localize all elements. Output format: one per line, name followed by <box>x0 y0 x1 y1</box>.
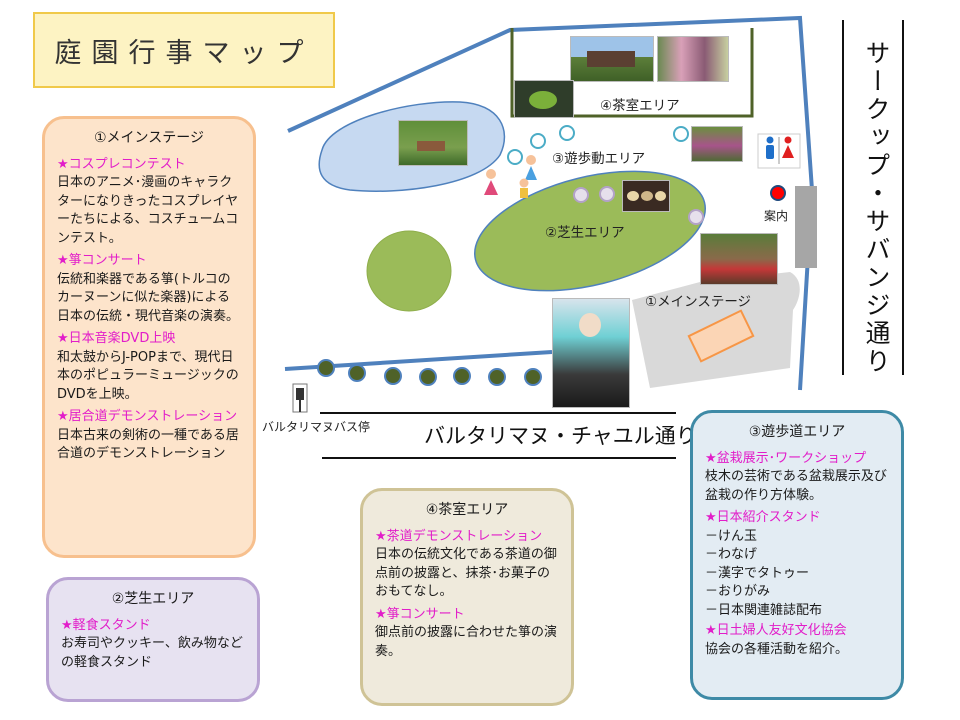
info-box-main-stage: ①メインステージ ★コスプレコンテスト日本のアニメ･漫画のキャラクターになりきった… <box>42 116 256 558</box>
info-box-tea: ④茶室エリア ★茶道デモンストレーション日本の伝統文化である茶道の御点前の披露と、… <box>360 488 574 706</box>
map-label-walk-area: ③遊歩動エリア <box>552 151 646 167</box>
bus-stop-icon <box>292 383 308 413</box>
section-title: ★箏コンサート <box>57 253 147 268</box>
section-description: 伝統和楽器である箏(トルコのカーヌーンに似た楽器)による日本の伝統・現代音楽の演… <box>57 271 240 324</box>
green-circle <box>366 230 452 312</box>
section-list-item: －けん玉 <box>705 528 758 544</box>
sweets-photo <box>622 180 670 212</box>
walk-path-dot <box>507 149 523 165</box>
section-title: ★日土婦人友好文化協会 <box>705 623 847 638</box>
section-title: ★盆栽展示･ワークショップ <box>705 450 867 466</box>
section-description: 和太鼓からJ-POPまで、現代日本のポピュラーミュージックのDVDを上映。 <box>57 349 239 402</box>
map-label-info: 案内 <box>764 209 789 223</box>
section-title: ★茶道デモンストレーション <box>375 528 543 544</box>
restroom-icon <box>757 133 801 169</box>
section-description: 協会の各種活動を紹介。 <box>705 641 849 657</box>
lawn-dot <box>599 186 615 202</box>
section-title: ★居合道デモンストレーション <box>57 409 238 424</box>
cosplay-photo <box>552 298 630 408</box>
tea-house-photo <box>570 36 654 82</box>
section-list-item: －漢字でタトゥー <box>705 565 810 581</box>
bonsai-photo <box>691 126 743 162</box>
info-pillar <box>795 186 817 268</box>
section-title: ★箏コンサート <box>375 606 465 622</box>
page-title: 庭園行事マップ <box>33 12 335 88</box>
tree-dot <box>488 368 506 386</box>
section-description: 日本古来の剣術の一種である居合道のデモンストレーション <box>57 427 239 462</box>
info-box-header: ②芝生エリア <box>111 591 195 607</box>
section-description: 枝木の芸術である盆栽展示及び盆栽の作り方体験。 <box>705 469 887 503</box>
map-label-main-stage: ①メインステージ <box>645 294 752 310</box>
stage-platform <box>687 309 755 363</box>
walk-path-dots <box>507 125 689 165</box>
section-title: ★日本紹介スタンド <box>705 510 821 525</box>
street-name-horizontal: バルタリマヌ・チャユル通り <box>424 424 697 448</box>
info-box-path: ③遊歩道エリア ★盆栽展示･ワークショップ枝木の芸術である盆栽展示及び盆栽の作り方… <box>690 410 904 700</box>
section-list-item: －わなげ <box>705 547 758 562</box>
children-icon <box>484 155 537 198</box>
section-description: 日本の伝統文化である茶道の御点前の披露と、抹茶･お菓子のおもてなし。 <box>375 547 557 599</box>
tree-dot <box>317 359 335 377</box>
info-marker <box>770 185 786 201</box>
section-title: ★軽食スタンド <box>61 617 151 633</box>
tree-dot <box>453 367 471 385</box>
section-description: 御点前の披露に合わせた箏の演奏。 <box>375 625 558 659</box>
lawn-dots <box>573 186 704 225</box>
info-box-header: ③遊歩道エリア <box>748 424 846 440</box>
kimono-photo <box>657 36 729 82</box>
section-list-item: －おりがみ <box>705 584 771 599</box>
tree-dot <box>419 368 437 386</box>
section-description: お寿司やクッキー、飲み物などの軽食スタンド <box>61 636 243 670</box>
walk-path-dot <box>530 133 546 149</box>
tree-dot <box>384 367 402 385</box>
tree-dot <box>524 368 542 386</box>
walk-path-dot <box>559 125 575 141</box>
koto-concert-photo <box>700 233 778 285</box>
walk-path-dot <box>673 126 689 142</box>
matcha-photo <box>514 80 574 118</box>
tree-dot <box>348 364 366 382</box>
info-box-lawn: ②芝生エリア ★軽食スタンドお寿司やクッキー、飲み物などの軽食スタンド <box>46 577 260 702</box>
lawn-dot <box>688 209 704 225</box>
info-box-header: ①メインステージ <box>94 130 204 146</box>
info-box-header: ④茶室エリア <box>425 502 509 518</box>
section-description: 日本のアニメ･漫画のキャラクターになりきったコスプレイヤーたちによる、コスチュー… <box>57 175 239 246</box>
lawn-dot <box>573 187 589 203</box>
map-label-bus-stop: バルタリマヌバス停 <box>262 420 371 434</box>
section-title: ★コスプレコンテスト <box>57 156 186 172</box>
section-list-item: －日本関連雑誌配布 <box>705 602 823 618</box>
map-label-tea-area: ④茶室エリア <box>600 98 680 114</box>
pond-garden-photo <box>398 120 468 166</box>
tree-dots <box>317 359 542 386</box>
street-name-vertical: サークップ・サバンジ通り <box>862 40 891 376</box>
section-title: ★日本音楽DVD上映 <box>57 331 176 346</box>
map-label-lawn-area: ②芝生エリア <box>545 225 625 241</box>
